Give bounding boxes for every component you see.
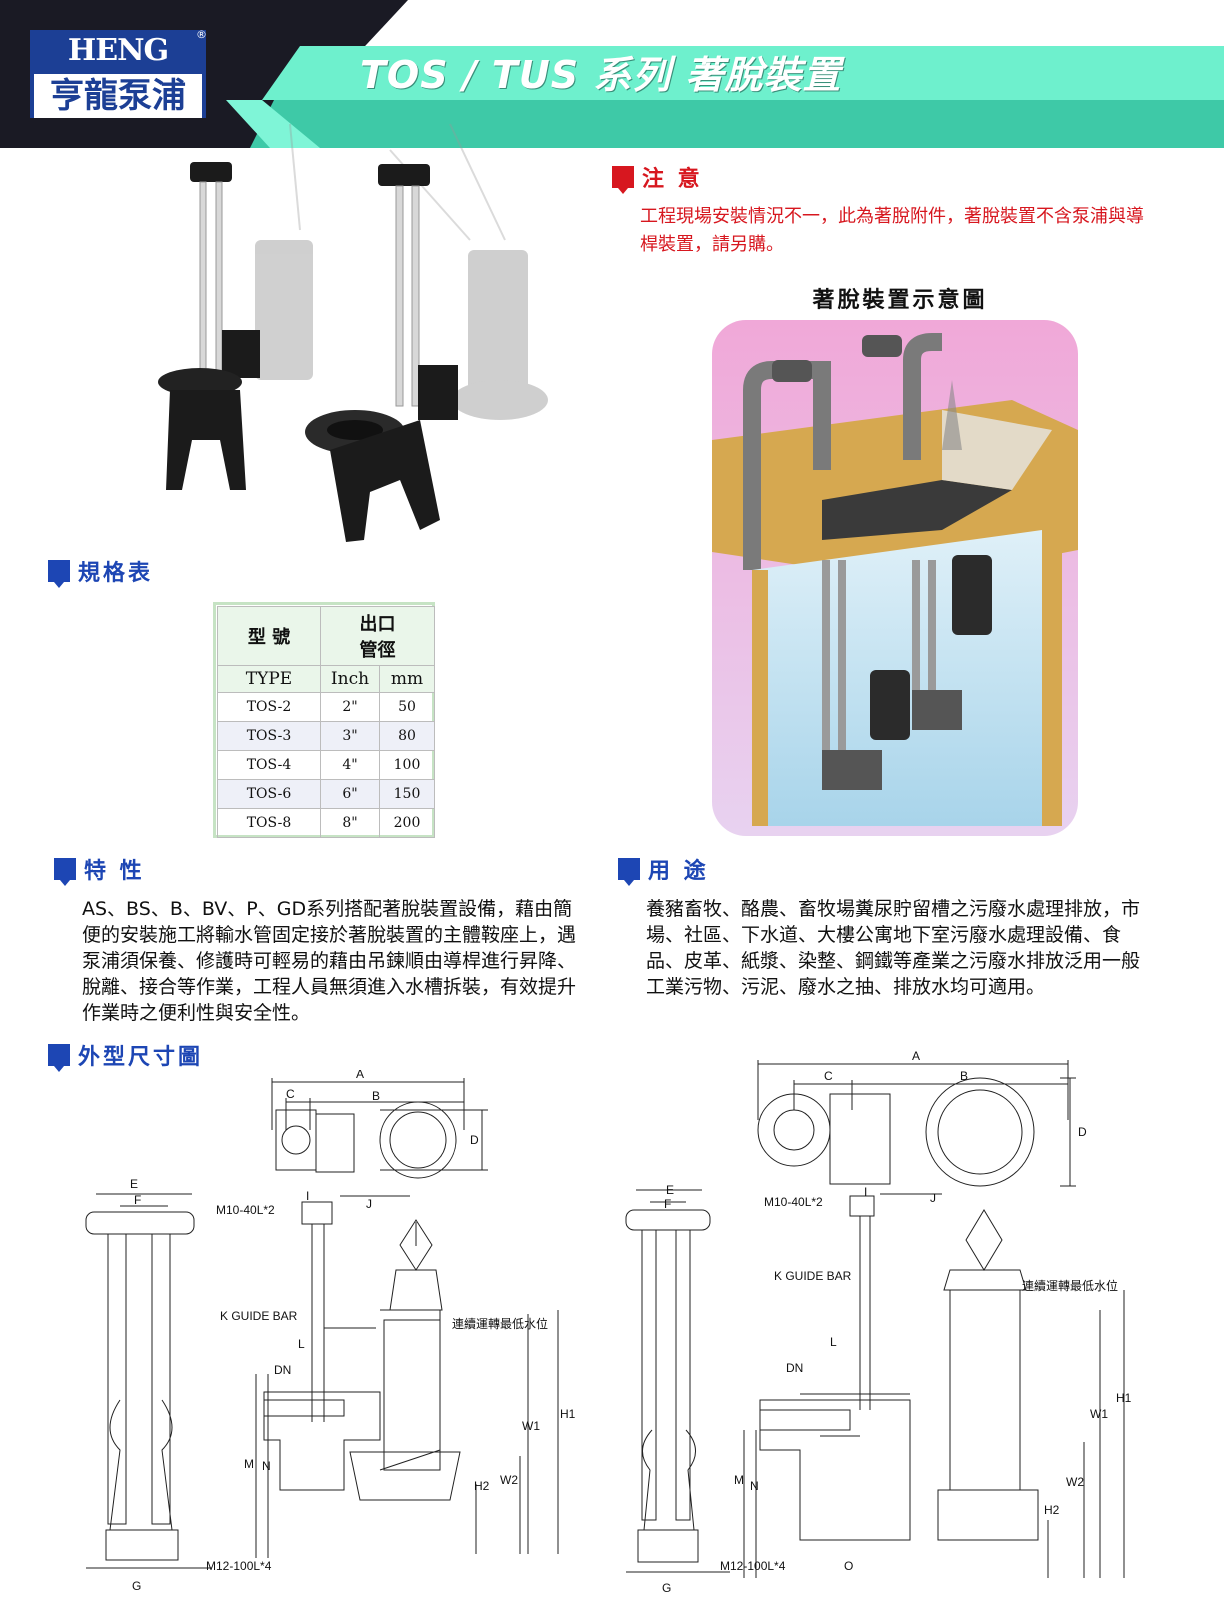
- dim-label-d: D: [470, 1133, 479, 1147]
- bolt-bottom-label: M12-100L*4: [206, 1559, 272, 1573]
- section-marker-icon: [48, 1044, 70, 1072]
- bolt-top-label: M10-40L*2: [216, 1203, 275, 1217]
- section-marker-icon: [54, 858, 76, 886]
- logo-zh-background: [34, 74, 202, 118]
- cell-type: TOS-3: [217, 721, 321, 751]
- cell-inch: 8": [320, 808, 380, 838]
- dim-label-j: J: [930, 1191, 936, 1205]
- cell-inch: 6": [320, 779, 380, 809]
- dim-label-f: F: [664, 1197, 671, 1211]
- dimension-drawing-left: A C B D E F G I J M10-40L*2 K GUIDE BAR …: [85, 1070, 576, 1593]
- dim-label-i: I: [864, 1185, 867, 1199]
- dim-label-j: J: [366, 1197, 372, 1211]
- dim-label-h2: H2: [474, 1479, 490, 1493]
- dimension-drawing-right: A C B D E F G I J M10-40L*2 K GUIDE BAR …: [625, 1050, 1132, 1594]
- section-marker-icon: [48, 560, 70, 588]
- col-outlet-zh: 出口 管徑: [320, 606, 435, 666]
- features-heading-label: 特 性: [84, 859, 145, 884]
- col-outlet-zh-line1: 出口: [359, 614, 396, 635]
- logo-text-en: HENG LONG: [67, 33, 169, 110]
- dim-label-o: O: [844, 1559, 853, 1573]
- cell-inch: 4": [320, 750, 380, 780]
- notice-heading-label: 注 意: [642, 167, 703, 192]
- dim-label-l: L: [830, 1335, 837, 1349]
- dim-label-n: N: [750, 1479, 759, 1493]
- cell-mm: 100: [379, 750, 435, 780]
- cell-type: TOS-8: [217, 808, 321, 838]
- dim-label-g: G: [662, 1581, 671, 1594]
- dim-label-b: B: [372, 1089, 380, 1103]
- table-row: TOS-4 4" 100: [217, 750, 435, 780]
- water-level-label: 連續運轉最低水位: [1022, 1278, 1118, 1293]
- dim-label-dn: DN: [786, 1361, 803, 1375]
- product-photo: [158, 123, 548, 542]
- dim-label-w1: W1: [1090, 1407, 1108, 1421]
- dim-label-h1: H1: [1116, 1391, 1132, 1405]
- col-mm: mm: [379, 665, 435, 693]
- cell-type: TOS-2: [217, 692, 321, 722]
- dim-label-f: F: [134, 1193, 141, 1207]
- usage-heading-label: 用 途: [648, 859, 709, 884]
- page-title: TOS / TUS 系列 著脫裝置: [360, 53, 842, 97]
- dim-label-w2: W2: [1066, 1475, 1084, 1489]
- table-row: TOS-2 2" 50: [217, 692, 435, 722]
- spec-table: 型 號 出口 管徑 TYPE Inch mm TOS-2 2" 50 TOS-3…: [217, 606, 435, 838]
- dim-label-a: A: [356, 1070, 364, 1081]
- dim-label-l: L: [298, 1337, 305, 1351]
- dimensions-heading-label: 外型尺寸圖: [78, 1045, 204, 1070]
- section-marker-icon: [618, 858, 640, 886]
- cell-mm: 50: [379, 692, 435, 722]
- water-level-label: 連續運轉最低水位: [452, 1316, 548, 1331]
- guide-bar-label: K GUIDE BAR: [774, 1269, 852, 1283]
- diagram-title: 著脫裝置示意圖: [812, 288, 988, 313]
- dim-label-h1: H1: [560, 1407, 576, 1421]
- col-model-zh: 型 號: [217, 606, 321, 666]
- col-inch: Inch: [320, 665, 380, 693]
- col-type: TYPE: [217, 665, 321, 693]
- cell-mm: 150: [379, 779, 435, 809]
- table-row: TOS-3 3" 80: [217, 721, 435, 751]
- bolt-top-label: M10-40L*2: [764, 1195, 823, 1209]
- cell-mm: 80: [379, 721, 435, 751]
- dim-label-m: M: [244, 1457, 254, 1471]
- dim-label-g: G: [132, 1579, 141, 1593]
- dim-label-h2: H2: [1044, 1503, 1060, 1517]
- cell-mm: 200: [379, 808, 435, 838]
- dim-label-d: D: [1078, 1125, 1087, 1139]
- guide-bar-label: K GUIDE BAR: [220, 1309, 298, 1323]
- logo-text-zh: 亨龍泵浦: [50, 76, 186, 116]
- spec-heading-label: 規格表: [78, 561, 154, 586]
- dimensions-heading: 外型尺寸圖: [48, 1040, 204, 1072]
- dim-label-i: I: [306, 1189, 309, 1203]
- usage-text: 養豬畜牧、酪農、畜牧場糞尿貯留槽之污廢水處理排放，市場、社區、下水道、大樓公寓地…: [646, 898, 1141, 998]
- dim-label-c: C: [824, 1069, 833, 1083]
- dim-label-n: N: [262, 1459, 271, 1473]
- dim-label-dn: DN: [274, 1363, 291, 1377]
- col-outlet-zh-line2: 管徑: [359, 640, 396, 661]
- bolt-bottom-label: M12-100L*4: [720, 1559, 786, 1573]
- cell-type: TOS-4: [217, 750, 321, 780]
- spec-heading: 規格表: [48, 556, 154, 588]
- dim-label-w2: W2: [500, 1473, 518, 1487]
- cell-inch: 2": [320, 692, 380, 722]
- dim-label-m: M: [734, 1473, 744, 1487]
- dim-label-w1: W1: [522, 1419, 540, 1433]
- table-row: TOS-6 6" 150: [217, 779, 435, 809]
- dim-label-a: A: [912, 1050, 920, 1063]
- cell-inch: 3": [320, 721, 380, 751]
- cell-type: TOS-6: [217, 779, 321, 809]
- usage-heading: 用 途: [618, 854, 709, 886]
- dim-label-e: E: [130, 1177, 138, 1191]
- notice-text: 工程現場安裝情況不一，此為著脫附件，著脫裝置不含泵浦與導桿裝置，請另購。: [640, 206, 1144, 255]
- installation-illustration: [712, 320, 1078, 836]
- dim-label-b: B: [960, 1069, 968, 1083]
- dim-label-c: C: [286, 1087, 295, 1101]
- features-heading: 特 性: [54, 854, 145, 886]
- dim-label-e: E: [666, 1183, 674, 1197]
- notice-heading: 注 意: [612, 162, 703, 194]
- registered-mark: ®: [196, 28, 207, 41]
- features-text: AS、BS、B、BV、P、GD系列搭配著脫裝置設備，藉由簡便的安裝施工將輸水管固…: [82, 898, 577, 1024]
- table-row: TOS-8 8" 200: [217, 808, 435, 838]
- section-marker-icon: [612, 166, 634, 194]
